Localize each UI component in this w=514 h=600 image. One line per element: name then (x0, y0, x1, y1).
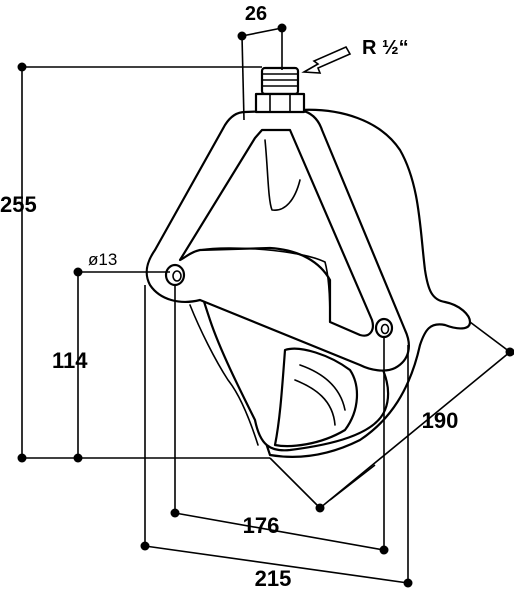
label-hole-height: 114 (52, 348, 88, 373)
label-thread: R ½“ (362, 37, 409, 59)
label-total-height: 255 (0, 192, 37, 217)
label-total-width: 215 (255, 566, 292, 591)
label-top-width: 26 (245, 3, 267, 25)
part-body (145, 66, 472, 458)
label-depth: 190 (422, 408, 459, 433)
mounting-hole-right (374, 317, 394, 339)
label-hole-diameter: ø13 (88, 250, 117, 269)
dimension-lines (17, 23, 514, 588)
thread-connector (254, 66, 306, 114)
label-hole-spacing: 176 (243, 513, 280, 538)
